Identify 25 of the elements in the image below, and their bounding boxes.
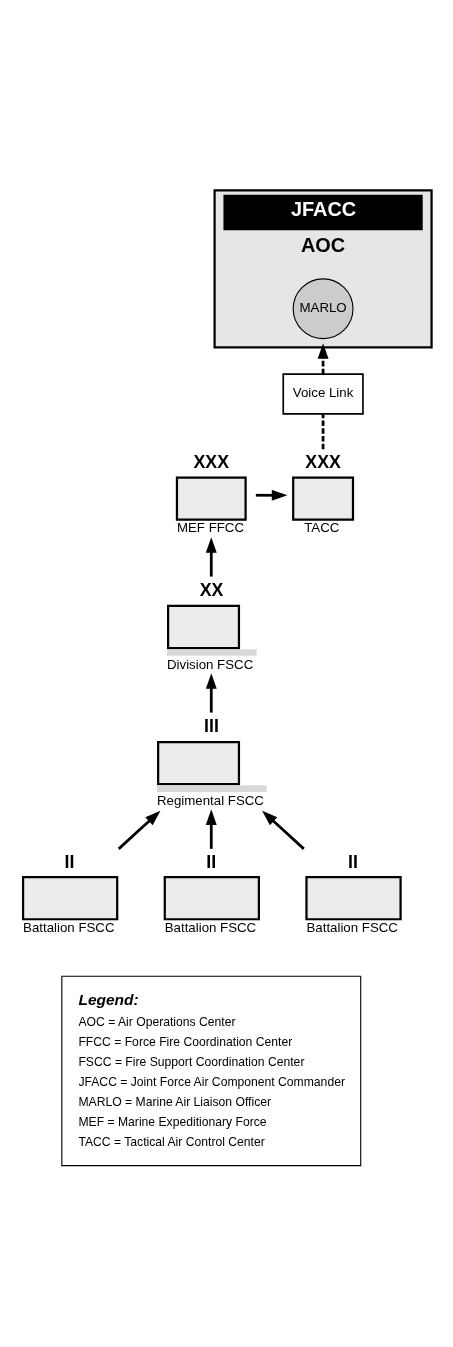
node-label: XXX bbox=[305, 452, 341, 473]
arrow bbox=[255, 489, 288, 501]
arrow bbox=[117, 810, 161, 850]
connector bbox=[321, 414, 325, 450]
node-label: Regimental FSCC bbox=[157, 792, 264, 808]
node-box: Voice Link bbox=[282, 373, 364, 415]
node-label: Division FSCC bbox=[167, 656, 254, 672]
node-label: Battalion FSCC bbox=[164, 920, 257, 936]
node-label: XX bbox=[199, 579, 224, 600]
node-label: III bbox=[204, 715, 219, 736]
arrow bbox=[205, 537, 217, 577]
node-label: Battalion FSCC bbox=[306, 920, 398, 936]
node-label: II bbox=[64, 852, 75, 873]
node-box: Legend: AOC = Air Operations Center FFCC = Force Fire Coordination Center FSCC = Fire Support Coordination Center JFACC = Joint Force Air Component Commander MARLO = Marine Air Liaison Officer MEF = Marine Expeditionary Force TACC = Tactical Air Control Center bbox=[61, 975, 362, 1167]
node-label: II bbox=[348, 852, 358, 873]
node-label: MEF FFCC bbox=[176, 520, 245, 536]
node-label: II bbox=[206, 852, 217, 873]
arrow bbox=[317, 343, 329, 375]
node-label: Battalion FSCC bbox=[23, 920, 115, 936]
arrow bbox=[262, 810, 305, 850]
node-label: XXX bbox=[193, 452, 229, 473]
arrow bbox=[205, 809, 217, 849]
arrow bbox=[205, 673, 217, 713]
node-label: TACC bbox=[304, 520, 340, 536]
node-circle: MARLO bbox=[292, 278, 354, 340]
